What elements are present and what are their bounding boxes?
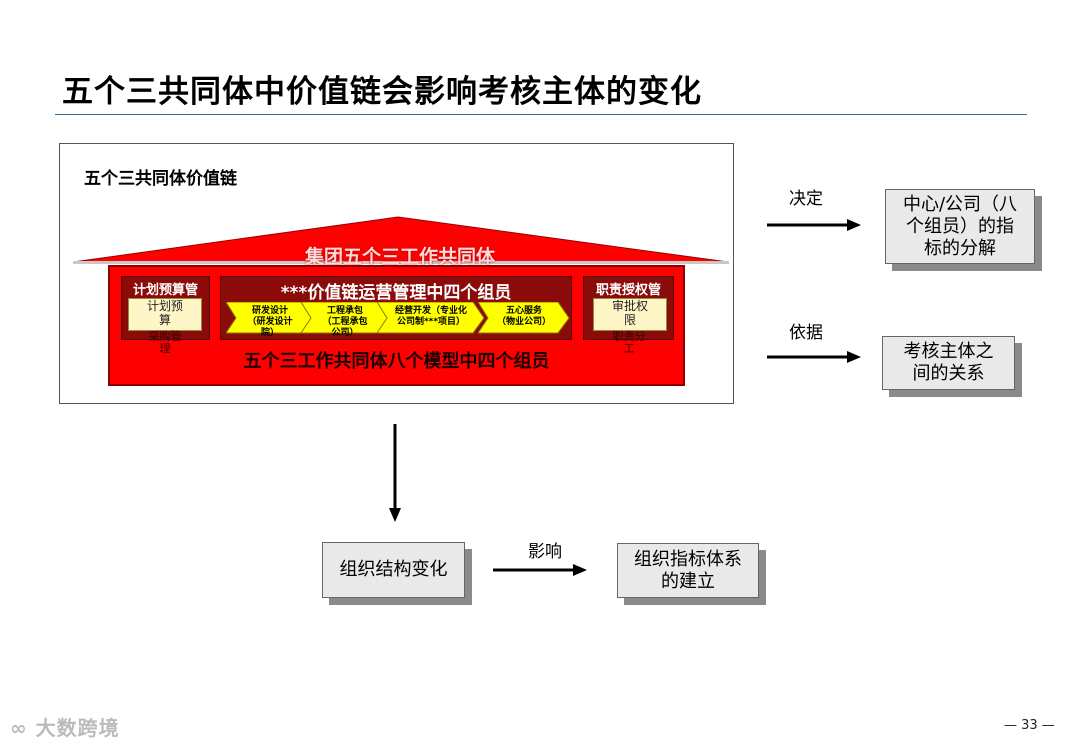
watermark-logo: ∞ 大数跨境 xyxy=(10,712,120,741)
basis-label: 依据 xyxy=(789,323,823,343)
chevron-4-label: 五心服务 （物业公司） xyxy=(496,306,551,327)
basis-arrow xyxy=(767,351,861,363)
center-indicator-box: 中心/公司（八 个组员）的指 标的分解 xyxy=(885,189,1035,264)
title-divider xyxy=(55,114,1027,115)
roof-triangle xyxy=(73,216,729,264)
right-pillar-under: 职责分 工 xyxy=(612,330,646,355)
right-pillar-box: 审批权 限 xyxy=(593,298,667,331)
influence-arrow xyxy=(493,564,587,576)
left-pillar-box: 计划预 算 xyxy=(128,298,202,331)
left-pillar-head: 计划预算管 xyxy=(132,283,198,298)
influence-label: 影响 xyxy=(528,542,562,562)
house-body-label: 五个三工作共同体八个模型中四个组员 xyxy=(243,351,550,372)
logo-text: 大数跨境 xyxy=(35,716,120,740)
chevron-2-label: 工程承包 （工程承包 公司） xyxy=(322,306,368,338)
down-arrow xyxy=(389,424,401,522)
left-pillar-under: 采购管 理 xyxy=(148,330,182,355)
decide-label: 决定 xyxy=(789,189,823,209)
indicator-system-box: 组织指标体系 的建立 xyxy=(617,543,759,598)
chevron-3-label: 经营开发（专业化 公司制***项目） xyxy=(394,306,467,327)
panel-label: 五个三共同体价值链 xyxy=(84,169,237,189)
chevron-3 xyxy=(377,302,485,334)
org-change-box: 组织结构变化 xyxy=(322,542,465,598)
roof-label: 集团五个三工作共同体 xyxy=(304,246,495,268)
decide-arrow xyxy=(767,219,861,231)
chevron-4 xyxy=(478,302,570,334)
chevron-1-label: 研发设计 （研发设计 院） xyxy=(247,306,293,338)
right-pillar-head: 职责授权管 xyxy=(595,283,661,298)
page-title: 五个三共同体中价值链会影响考核主体的变化 xyxy=(62,74,702,110)
logo-icon: ∞ xyxy=(10,716,36,740)
page-number: — 33 — xyxy=(1004,718,1055,733)
center-band-title: ***价值链运营管理中四个组员 xyxy=(280,283,512,303)
relationship-box: 考核主体之 间的关系 xyxy=(882,336,1015,390)
